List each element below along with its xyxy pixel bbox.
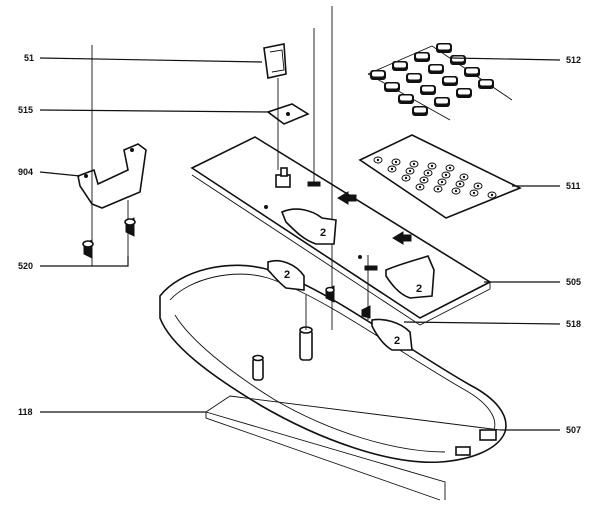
key	[450, 55, 466, 65]
key	[398, 94, 414, 104]
callout-512: 512	[566, 55, 581, 65]
leader-lines	[39, 57, 561, 431]
svg-text:2: 2	[416, 283, 422, 295]
key	[434, 97, 450, 107]
key	[478, 79, 494, 89]
key	[406, 73, 422, 83]
callout-515: 515	[18, 105, 33, 115]
key	[412, 106, 428, 116]
key	[436, 43, 452, 53]
switch-cap	[263, 43, 287, 79]
svg-text:2: 2	[284, 269, 290, 281]
callout-518: 518	[566, 319, 581, 329]
switch-pad	[266, 78, 310, 170]
bracket	[77, 143, 147, 209]
key	[464, 67, 480, 77]
callout-labels: 51 515 904 520 512 511 505 518 118 507	[18, 53, 581, 435]
callout-118: 118	[18, 407, 33, 417]
key	[370, 70, 386, 80]
pointing-hand-3: 2	[385, 255, 435, 299]
svg-text:2: 2	[394, 335, 400, 347]
key	[392, 61, 408, 71]
pointing-hand-1: 2	[280, 208, 337, 245]
key	[456, 88, 472, 98]
arrow-markers	[337, 191, 412, 245]
callout-507: 507	[566, 425, 581, 435]
guide-lines	[305, 6, 371, 330]
key	[420, 85, 436, 95]
callout-51: 51	[24, 53, 34, 63]
callout-520: 520	[18, 261, 33, 271]
callout-505: 505	[566, 277, 581, 287]
key	[428, 64, 444, 74]
callout-904: 904	[18, 167, 33, 177]
key	[414, 52, 430, 62]
svg-text:2: 2	[320, 227, 326, 239]
pointing-hand-2: 2	[267, 260, 305, 291]
key	[442, 76, 458, 86]
screws	[82, 45, 136, 266]
base-plate	[205, 395, 501, 501]
key	[384, 82, 400, 92]
callout-511: 511	[566, 181, 581, 191]
keypad-keys	[367, 43, 513, 121]
pointing-hand-4: 2	[371, 318, 413, 351]
contact-pad	[358, 134, 522, 219]
